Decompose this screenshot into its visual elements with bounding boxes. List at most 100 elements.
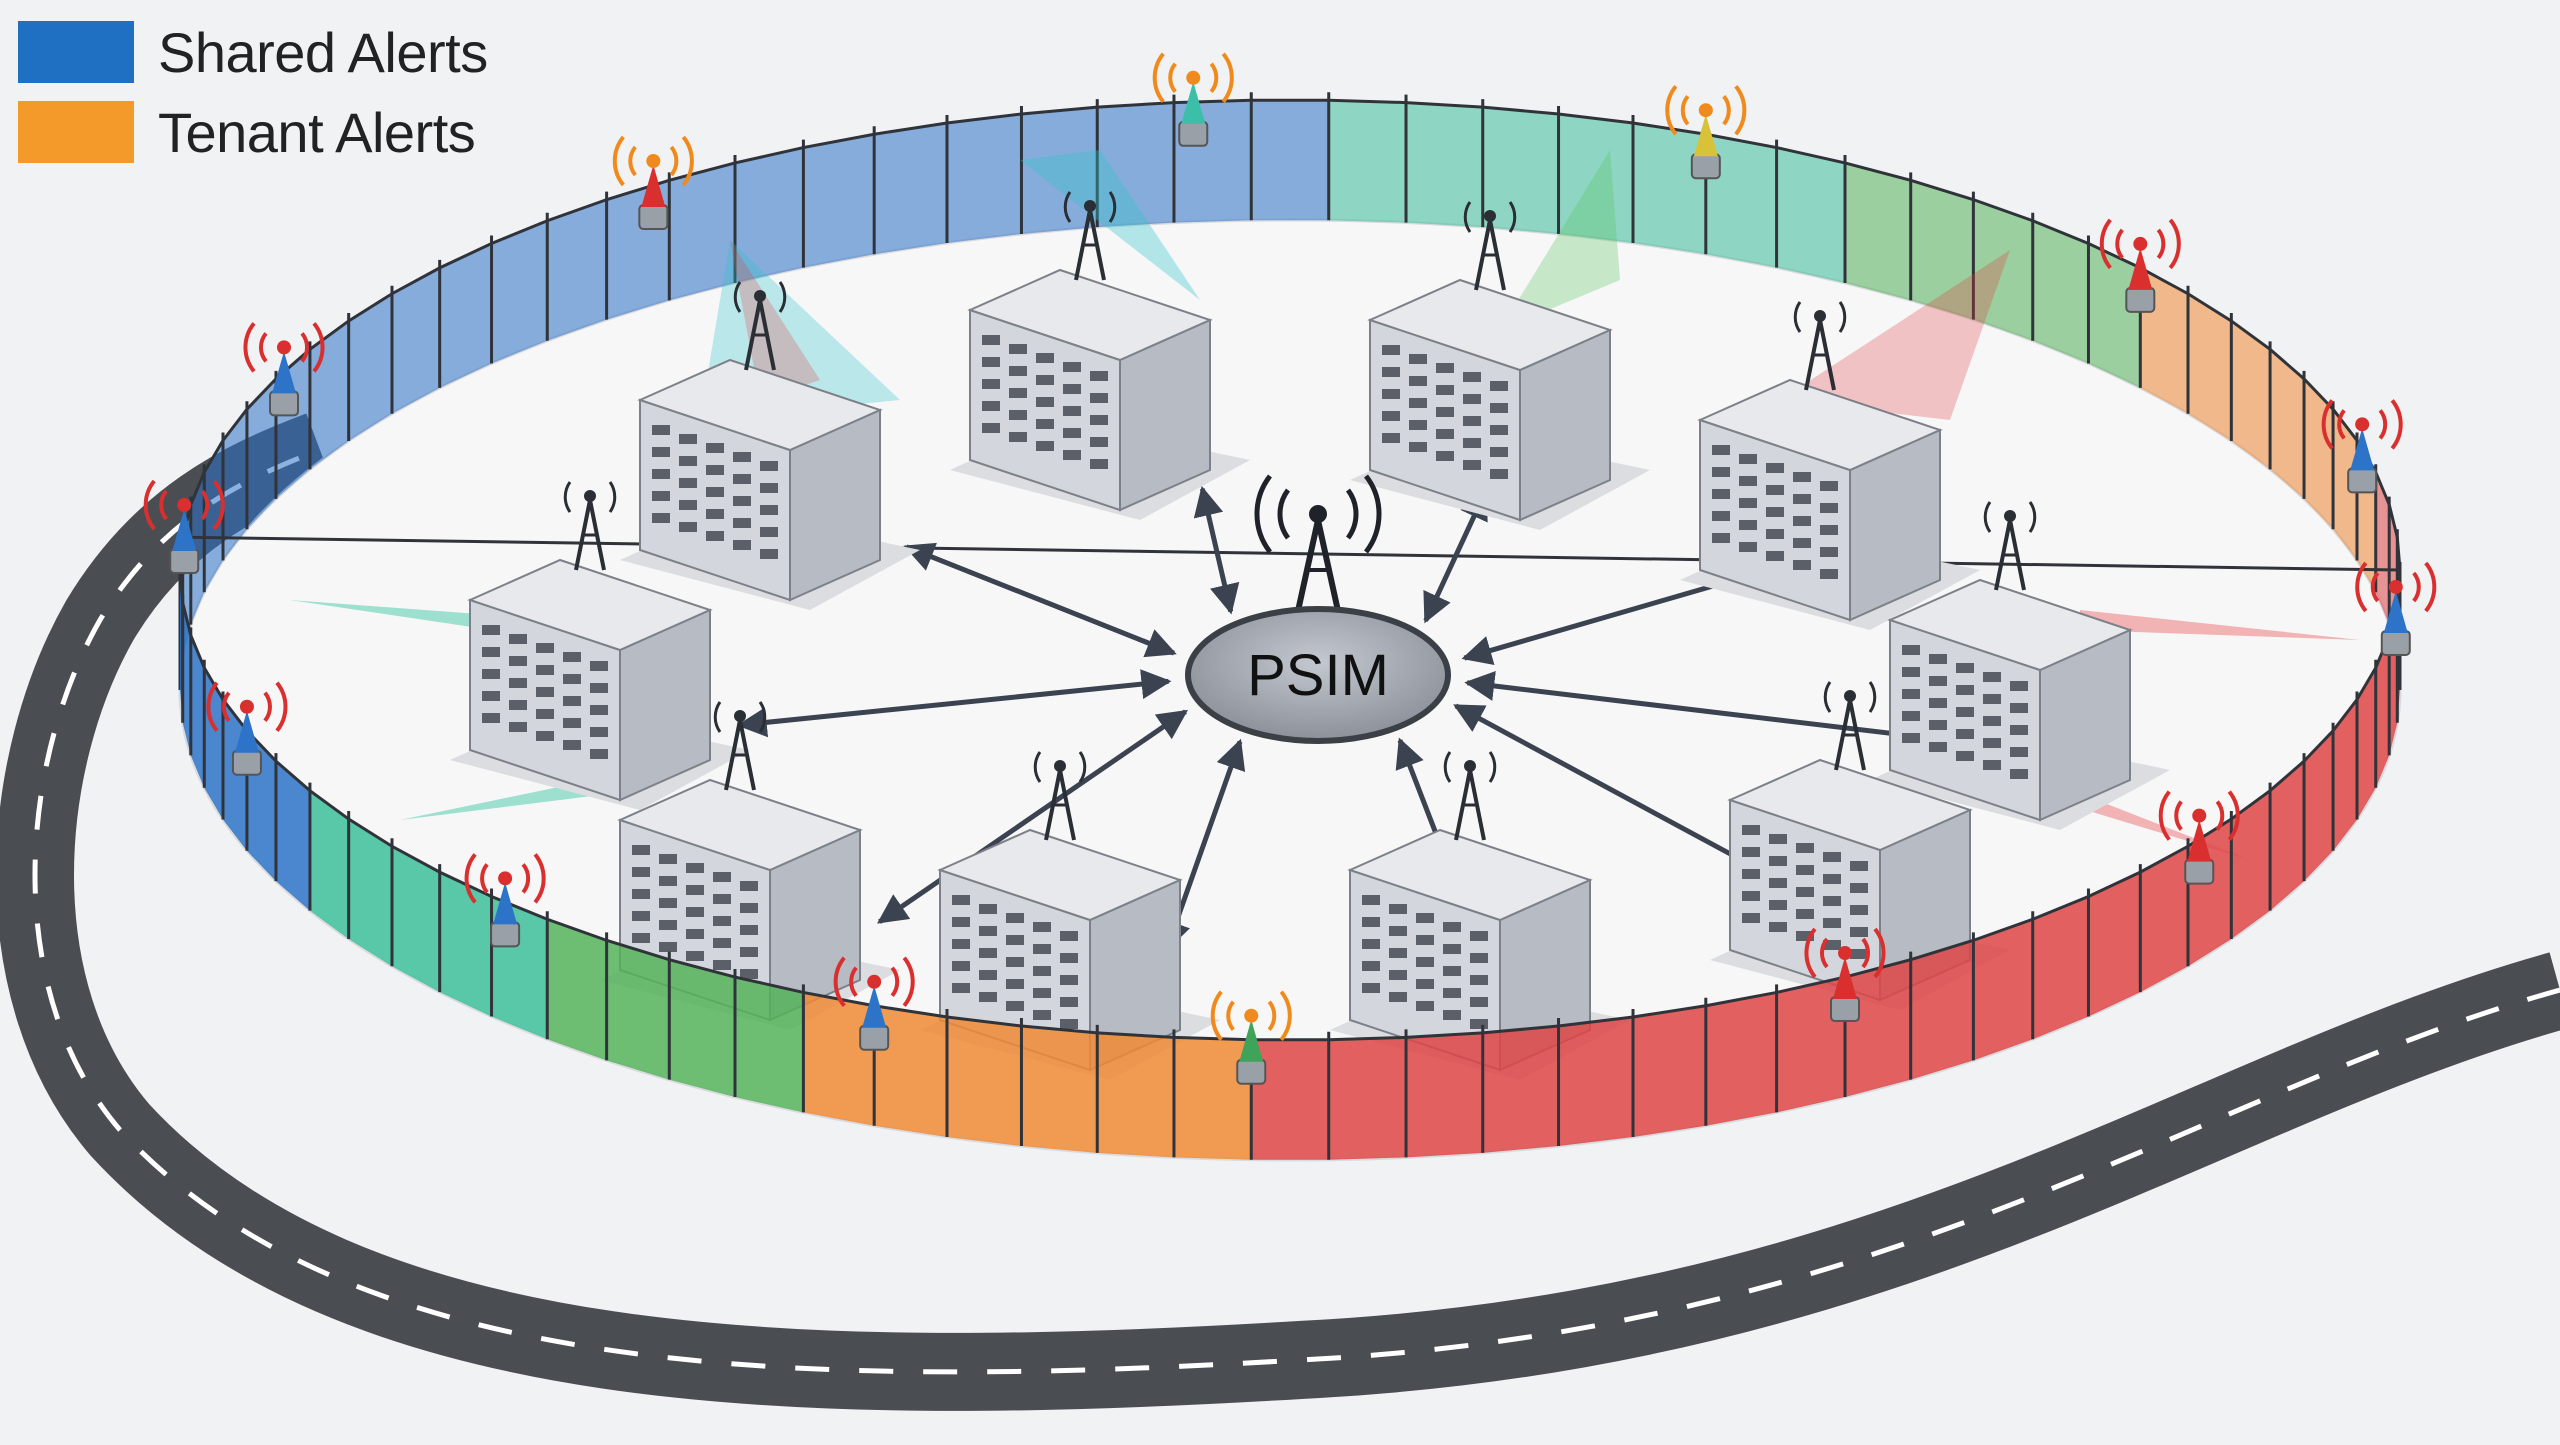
perimeter-road [0, 413, 2560, 1411]
perimeter-sensor[interactable] [2158, 790, 2240, 885]
fence-panel [182, 602, 191, 756]
tenant-building[interactable] [620, 281, 920, 610]
perimeter-sensor[interactable] [833, 956, 915, 1051]
fence-panel [2333, 699, 2358, 851]
perimeter-sensor[interactable] [2355, 561, 2437, 656]
fence-panel [1097, 102, 1174, 228]
fence-panel [1633, 123, 1706, 255]
legend-label-tenant: Tenant Alerts [158, 100, 476, 164]
fence-panel [669, 162, 735, 301]
perimeter-sensor[interactable] [612, 135, 694, 230]
antenna-tower-icon [1983, 501, 2037, 591]
fence-panel [735, 977, 804, 1113]
fence-panel [1705, 134, 1777, 268]
fence-panel [2375, 472, 2390, 625]
fence-panel [190, 635, 205, 788]
perimeter-sensor[interactable] [464, 853, 546, 948]
fence-panel [439, 243, 492, 388]
fence-panel [491, 220, 548, 364]
fence-panel [735, 147, 804, 283]
antenna-tower-icon [1443, 751, 1497, 841]
fence-panel [2088, 872, 2141, 1017]
fence-panel [190, 472, 205, 625]
psim-label: PSIM [1247, 643, 1389, 708]
antenna-tower-icon [1063, 191, 1117, 281]
coverage-beam [1020, 150, 1200, 300]
fence-panel [2357, 667, 2376, 820]
fence-rail [180, 98, 2402, 572]
tenant-building[interactable] [450, 481, 750, 810]
legend-swatch-shared [18, 21, 134, 83]
coverage-beam [2080, 610, 2360, 640]
fence-panel [2032, 896, 2089, 1040]
tenant-building[interactable] [1330, 751, 1630, 1080]
fence-panel [2088, 243, 2141, 388]
fence-panel [1776, 147, 1845, 283]
fence-panel [2231, 320, 2271, 470]
fence-panel [2188, 293, 2232, 441]
fence-panel [1973, 919, 2033, 1061]
tenant-building[interactable] [1350, 201, 1650, 530]
legend-label-shared: Shared Alerts [158, 20, 488, 84]
fence-panel [547, 199, 607, 341]
connection-arrow [903, 542, 1177, 658]
fence-panel [1251, 100, 1329, 221]
fence-panel [391, 846, 440, 993]
perimeter-sensor[interactable] [2099, 218, 2181, 313]
fence-panel [348, 819, 392, 967]
fence-panel [1406, 1032, 1483, 1158]
fence-panel [547, 919, 607, 1061]
fence-panel [1633, 1005, 1706, 1137]
fence-panel [946, 113, 1022, 244]
legend-swatch-tenant [18, 101, 134, 163]
perimeter-sensor[interactable] [2321, 399, 2403, 494]
tenant-building[interactable] [1680, 301, 1980, 630]
coverage-beam [1500, 150, 1620, 330]
fence-panel [246, 378, 276, 530]
perimeter-sensors [143, 52, 2437, 1085]
perimeter-sensor[interactable] [1210, 990, 1292, 1085]
fence-panel [1558, 1016, 1634, 1147]
tenant-buildings [450, 191, 2170, 1080]
fence-panel [1173, 1037, 1252, 1160]
psim-tower-icon [1254, 474, 1382, 621]
psim-hub[interactable]: PSIM [1185, 474, 1451, 744]
perimeter-sensor[interactable] [1665, 84, 1747, 180]
fence-panel [803, 992, 875, 1126]
antenna-tower-icon [563, 481, 617, 571]
fence-panel [222, 409, 247, 561]
connection-arrow [1423, 489, 1488, 624]
fence-panel [2270, 761, 2305, 911]
perimeter-sensor[interactable] [1804, 927, 1886, 1023]
fence-panel [1973, 199, 2033, 341]
tenant-building[interactable] [950, 191, 1250, 520]
antenna-tower-icon [1033, 751, 1087, 841]
legend-item-shared-alerts: Shared Alerts [18, 18, 488, 86]
fence-panel [2333, 409, 2358, 561]
perimeter-sensor[interactable] [143, 479, 225, 575]
fence-panel [1482, 1026, 1559, 1153]
fence-panel [1097, 1032, 1174, 1158]
perimeter-sensor[interactable] [206, 681, 288, 776]
fence-panel [1910, 180, 1974, 320]
fence-panel [946, 1016, 1022, 1147]
fence-panel [2270, 349, 2305, 499]
fence-panel [439, 872, 492, 1017]
fence-panel [1845, 959, 1911, 1098]
perimeter-sensor[interactable] [1152, 52, 1234, 147]
fence-panel [391, 267, 440, 414]
fence-panel [1406, 102, 1483, 228]
fence-panel [1910, 940, 1974, 1080]
legend: Shared Alerts Tenant Alerts [18, 18, 488, 178]
fence-panel [874, 123, 947, 255]
coverage-beam [1780, 250, 2010, 420]
tenant-building[interactable] [1870, 501, 2170, 830]
fence-panel [803, 134, 875, 268]
perimeter-sensor[interactable] [243, 322, 325, 417]
fence-panel [2304, 730, 2334, 882]
fence-panel [874, 1005, 947, 1137]
connection-arrow [877, 709, 1188, 924]
fence-panel [1845, 162, 1911, 301]
